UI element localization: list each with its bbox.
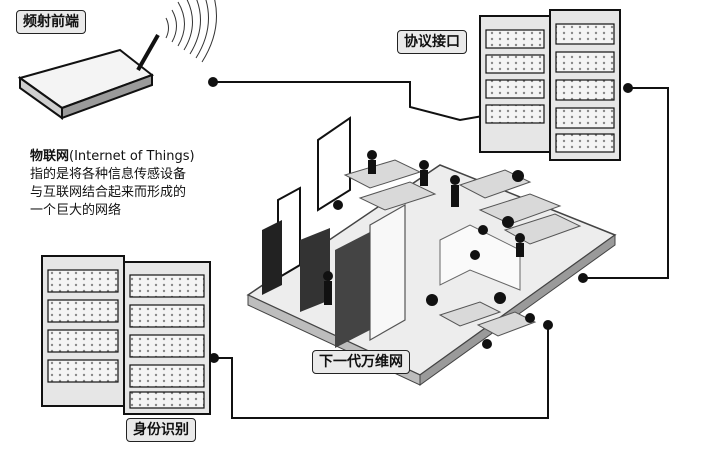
- server-rack-icon: [42, 256, 210, 414]
- label-protocol-interface: 协议接口: [397, 30, 467, 54]
- iot-term-en: (Internet of Things): [69, 149, 195, 164]
- server-rack-icon: [480, 10, 620, 160]
- iot-term: 物联网: [30, 149, 69, 164]
- iot-description-line: 与互联网结合起来而形成的: [30, 184, 245, 202]
- line-frontend-to-protocol: [213, 82, 500, 120]
- label-front-end: 频射前端: [16, 10, 86, 34]
- iot-description-line: 指的是将各种信息传感设备: [30, 166, 245, 184]
- iot-description-line: 一个巨大的网络: [30, 202, 245, 220]
- label-identity: 身份识别: [126, 418, 196, 442]
- label-next-web: 下一代万维网: [312, 350, 410, 374]
- signal-waves-icon: [166, 0, 217, 62]
- iot-description: 物联网(Internet of Things) 指的是将各种信息传感设备 与互联…: [30, 148, 245, 220]
